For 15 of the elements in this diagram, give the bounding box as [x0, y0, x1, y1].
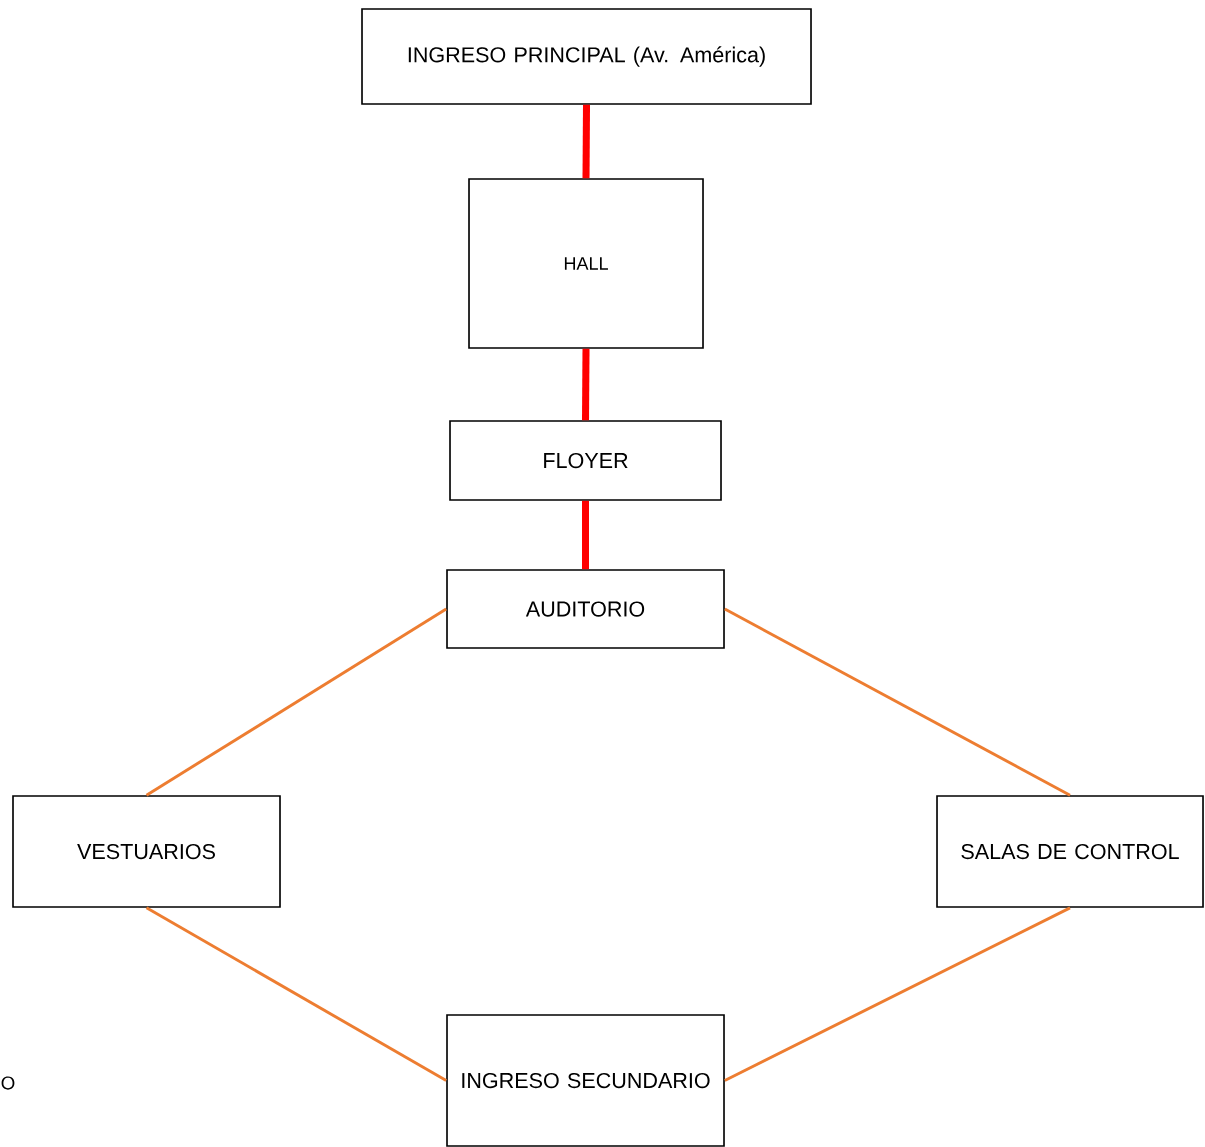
room-box: FLOYER — [449, 420, 722, 501]
connector-line — [582, 500, 590, 570]
room-box: AUDITORIO — [446, 569, 725, 649]
connector-line — [582, 348, 590, 421]
connector-line — [145, 906, 447, 1082]
connector-line — [724, 906, 1071, 1082]
room-box: INGRESO PRINCIPAL (Av. América) — [361, 8, 812, 105]
room-box: VESTUARIOS — [12, 795, 281, 908]
room-box: INGRESO SECUNDARIO — [446, 1014, 725, 1147]
connector-line — [724, 607, 1071, 797]
room-box: HALL — [468, 178, 704, 349]
connector-line — [145, 607, 447, 797]
connector-line — [582, 104, 591, 179]
letter-label: O — [1, 1076, 15, 1090]
room-box: SALAS DE CONTROL — [936, 795, 1204, 908]
